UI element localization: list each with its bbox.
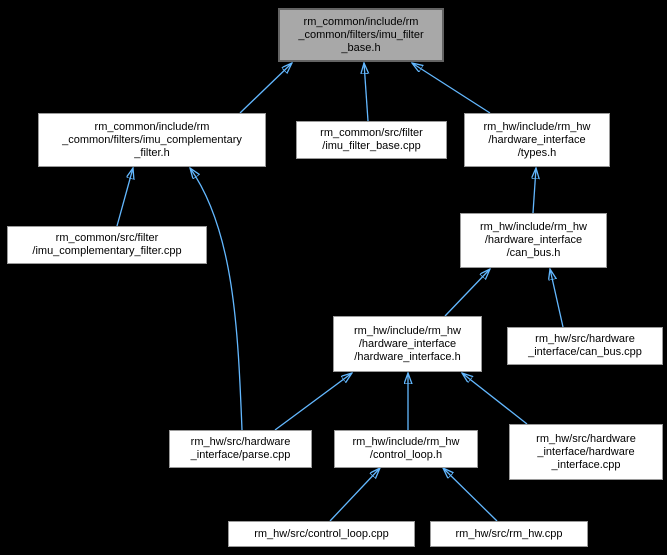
- graph-node-rm_hw_cpp[interactable]: rm_hw/src/rm_hw.cpp: [430, 521, 588, 547]
- node-label-line: rm_hw/include/rm_hw: [483, 120, 591, 133]
- include-edge-control_loop_cpp-to-control_loop_h: [329, 468, 380, 522]
- graph-node-imu_complementary_filter_cpp[interactable]: rm_common/src/filter/imu_complementary_f…: [7, 226, 207, 264]
- node-label-line: rm_common/include/rm: [303, 15, 419, 28]
- node-label-line: /hardware_interface: [488, 133, 586, 146]
- node-label-line: /hardware_interface.h: [354, 350, 461, 363]
- include-edge-hardware_interface_cpp-to-hardware_interface_h: [462, 373, 528, 425]
- node-label-line: rm_hw/include/rm_hw: [352, 436, 460, 448]
- node-label-line: rm_hw/src/hardware: [535, 333, 635, 345]
- include-edge-parse_cpp-to-hardware_interface_h: [274, 373, 352, 431]
- node-label-line: /can_bus.h: [506, 247, 561, 259]
- node-label-line: rm_hw/src/rm_hw.cpp: [455, 527, 563, 540]
- graph-node-control_loop_cpp[interactable]: rm_hw/src/control_loop.cpp: [228, 521, 415, 547]
- node-label-line: rm_hw/src/hardware: [190, 436, 291, 448]
- graph-node-can_bus_h[interactable]: rm_hw/include/rm_hw/hardware_interface/c…: [460, 213, 607, 268]
- include-edge-can_bus_h-to-types_h: [533, 168, 536, 214]
- graph-node-hardware_interface_h[interactable]: rm_hw/include/rm_hw/hardware_interface/h…: [333, 316, 482, 372]
- node-label-line: /hardware_interface: [358, 337, 457, 350]
- node-label-line: /control_loop.h: [369, 449, 443, 461]
- graph-node-imu_filter_base_h: rm_common/include/rm_common/filters/imu_…: [278, 8, 444, 62]
- include-edge-can_bus_cpp-to-can_bus_h: [550, 269, 564, 328]
- node-label-line: /imu_complementary_filter.cpp: [32, 245, 182, 257]
- include-edge-types_h-to-imu_filter_base_h: [412, 63, 491, 114]
- node-label-line: /imu_filter_base.cpp: [322, 140, 421, 152]
- graph-node-control_loop_h[interactable]: rm_hw/include/rm_hw/control_loop.h: [334, 430, 478, 468]
- node-label-line: _interface/can_bus.cpp: [528, 346, 642, 358]
- include-edge-imu_complementary_filter_h-to-imu_filter_base_h: [239, 63, 292, 114]
- node-label-line: rm_hw/include/rm_hw: [354, 324, 461, 337]
- include-edge-parse_cpp-to-imu_complementary_filter_h: [190, 168, 243, 431]
- node-label-line: _base.h: [341, 41, 381, 54]
- graph-node-imu_filter_base_cpp[interactable]: rm_common/src/filter/imu_filter_base.cpp: [296, 121, 447, 159]
- node-label-line: /hardware_interface: [484, 234, 583, 246]
- graph-node-can_bus_cpp[interactable]: rm_hw/src/hardware_interface/can_bus.cpp: [507, 327, 663, 365]
- node-label-line: /types.h: [517, 146, 557, 159]
- node-label-line: _interface.cpp: [551, 458, 621, 471]
- include-edge-hardware_interface_h-to-can_bus_h: [444, 269, 490, 317]
- node-label-line: _filter.h: [134, 146, 170, 159]
- include-edge-imu_complementary_filter_cpp-to-imu_complementary_filter_h: [116, 168, 133, 227]
- node-label-line: rm_hw/src/hardware: [536, 432, 636, 445]
- node-label-line: rm_common/include/rm: [94, 120, 210, 133]
- node-label-line: _interface/hardware: [537, 445, 635, 458]
- node-label-line: rm_common/src/filter: [55, 232, 159, 244]
- include-edge-imu_filter_base_cpp-to-imu_filter_base_h: [364, 63, 368, 122]
- node-label-line: _interface/parse.cpp: [190, 449, 291, 461]
- node-label-line: _common/filters/imu_complementary: [62, 133, 242, 146]
- graph-node-types_h[interactable]: rm_hw/include/rm_hw/hardware_interface/t…: [464, 113, 610, 167]
- graph-node-parse_cpp[interactable]: rm_hw/src/hardware_interface/parse.cpp: [169, 430, 312, 468]
- graph-node-imu_complementary_filter_h[interactable]: rm_common/include/rm_common/filters/imu_…: [38, 113, 266, 167]
- node-label-line: rm_common/src/filter: [320, 127, 423, 139]
- include-edge-rm_hw_cpp-to-control_loop_h: [443, 468, 498, 522]
- node-label-line: rm_hw/src/control_loop.cpp: [254, 527, 389, 540]
- node-label-line: _common/filters/imu_filter: [298, 28, 424, 41]
- graph-node-hardware_interface_cpp[interactable]: rm_hw/src/hardware_interface/hardware_in…: [509, 424, 663, 480]
- node-label-line: rm_hw/include/rm_hw: [480, 221, 587, 233]
